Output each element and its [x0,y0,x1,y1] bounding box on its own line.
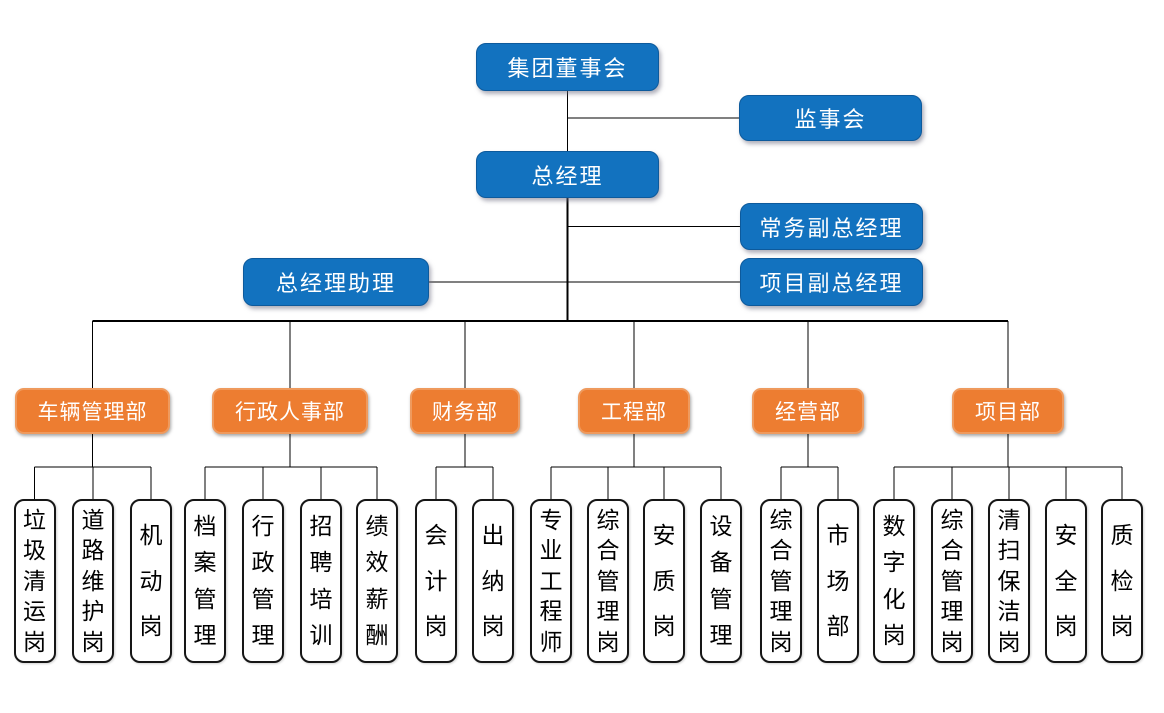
node-general-manager: 总经理 [476,151,659,198]
node-board: 集团董事会 [476,43,659,91]
pos-general-mgmt-operations: 综合管理岗 [760,499,802,663]
pos-safety-quality: 安质岗 [643,499,685,663]
pos-equipment-management: 设备管理 [700,499,742,663]
dept-operations: 经营部 [752,388,864,434]
pos-digitalization: 数字化岗 [873,499,915,663]
pos-general-mgmt-project: 综合管理岗 [931,499,973,663]
pos-recruit-training: 招聘培训 [300,499,342,663]
connector-group [33,91,1123,499]
pos-accounting: 会计岗 [415,499,457,663]
pos-archives-management: 档案管理 [184,499,226,663]
pos-garbage-clearing: 垃圾清运岗 [13,499,56,663]
pos-safety: 安全岗 [1045,499,1087,663]
pos-mobile-duty: 机动岗 [130,499,172,663]
pos-market-division: 市场部 [817,499,859,663]
pos-road-maintenance: 道路维护岗 [72,499,114,663]
dept-project: 项目部 [952,388,1064,434]
pos-cashier: 出纳岗 [472,499,514,663]
dept-finance: 财务部 [410,388,520,434]
node-project-deputy-gm: 项目副总经理 [740,258,923,306]
dept-vehicle-management: 车辆管理部 [15,388,170,434]
dept-engineering: 工程部 [578,388,690,434]
pos-admin-management: 行政管理 [242,499,284,663]
node-supervisory-board: 监事会 [739,95,922,141]
pos-quality-inspection: 质检岗 [1101,499,1143,663]
dept-admin-hr: 行政人事部 [212,388,368,434]
pos-performance-compensation: 绩效薪酬 [356,499,398,663]
pos-professional-engineer: 专业工程师 [530,499,572,663]
pos-sweeping-cleaning: 清扫保洁岗 [988,499,1030,663]
pos-general-mgmt-engineering: 综合管理岗 [587,499,629,663]
node-gm-assistant: 总经理助理 [243,258,429,306]
node-exec-deputy-gm: 常务副总经理 [740,203,923,250]
